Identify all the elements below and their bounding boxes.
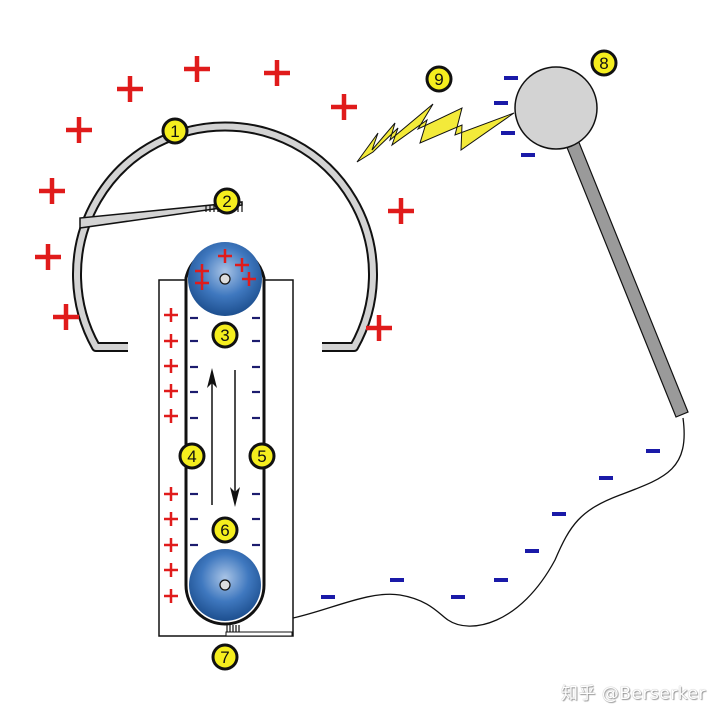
label-3: 3 xyxy=(211,321,239,349)
belt-right-negative-charge xyxy=(252,390,260,394)
housing-positive-charge xyxy=(164,409,178,423)
label-6: 6 xyxy=(211,516,239,544)
wire-negative-charge xyxy=(599,476,613,480)
watermark: 知乎 @Berserker xyxy=(560,684,706,704)
belt-left-negative-charge xyxy=(190,492,198,496)
housing-positive-charge xyxy=(164,538,178,552)
sphere-negative-charge xyxy=(521,153,535,157)
belt-left-negative-charge xyxy=(190,339,198,343)
dome-positive-charge xyxy=(66,117,92,143)
dome-positive-charge xyxy=(184,56,210,82)
belt-up-arrow xyxy=(207,368,217,505)
housing-positive-charge xyxy=(164,589,178,603)
belt-right-negative-charge xyxy=(252,517,260,521)
label-number: 7 xyxy=(220,648,229,667)
wire-negative-charge xyxy=(494,578,508,582)
sphere-negative-charge xyxy=(504,76,518,80)
belt-right-negative-charge xyxy=(252,416,260,420)
roller-positive-charge xyxy=(235,258,249,272)
label-circle xyxy=(248,442,276,470)
housing-positive-charge xyxy=(164,384,178,398)
wire-negative-charge xyxy=(390,578,404,582)
belt-left-negative-charge xyxy=(190,517,198,521)
upper-roller-axle xyxy=(219,273,231,285)
ground-wire xyxy=(292,417,685,627)
belt-left-negative-charge xyxy=(190,543,198,547)
roller-positive-charge xyxy=(195,276,209,290)
label-number: 9 xyxy=(434,70,443,89)
dome-positive-charge xyxy=(35,244,61,270)
label-number: 4 xyxy=(187,447,196,466)
lower-roller-axle xyxy=(219,579,231,591)
dome xyxy=(72,121,378,352)
housing-positive-charge xyxy=(164,334,178,348)
label-circle xyxy=(211,516,239,544)
belt-right-negative-charge xyxy=(252,365,260,369)
label-1: 1 xyxy=(161,117,189,145)
label-number: 1 xyxy=(170,122,179,141)
housing-positive-charge xyxy=(164,308,178,322)
dome-positive-charge xyxy=(53,304,79,330)
label-circle xyxy=(425,65,453,93)
roller-positive-charge xyxy=(218,249,232,263)
dome-positive-charge xyxy=(264,60,290,86)
sphere-negative-charge xyxy=(494,101,508,105)
housing-positive-charge xyxy=(164,359,178,373)
roller-positive-charge xyxy=(195,264,209,278)
housing-positive-charge xyxy=(164,512,178,526)
label-number: 5 xyxy=(257,447,266,466)
charges-layer xyxy=(35,56,660,603)
wire-negative-charge xyxy=(525,549,539,553)
belt-right-negative-charge xyxy=(252,316,260,320)
label-9: 9 xyxy=(425,65,453,93)
wire-negative-charge xyxy=(451,595,465,599)
belt-right-negative-charge xyxy=(252,492,260,496)
wire-negative-charge xyxy=(552,512,566,516)
belt-left-negative-charge xyxy=(190,316,198,320)
roller-positive-charge xyxy=(242,272,256,286)
dome-positive-charge xyxy=(39,178,65,204)
label-number: 8 xyxy=(599,54,608,73)
label-circle xyxy=(211,321,239,349)
lower-comb xyxy=(225,625,293,637)
label-5: 5 xyxy=(248,442,276,470)
spark xyxy=(356,103,515,163)
housing-positive-charge xyxy=(164,563,178,577)
lower-roller xyxy=(189,549,261,621)
label-circle xyxy=(590,49,618,77)
upper-roller xyxy=(188,242,262,316)
label-circle xyxy=(211,643,239,671)
belt-right-negative-charge xyxy=(252,543,260,547)
label-number: 3 xyxy=(220,326,229,345)
dome-positive-charge xyxy=(331,94,357,120)
label-2: 2 xyxy=(213,187,241,215)
belt-right-negative-charge xyxy=(252,339,260,343)
label-circle xyxy=(213,187,241,215)
belt-down-arrow xyxy=(230,370,240,507)
discharge-rod xyxy=(565,139,689,418)
housing-positive-charge xyxy=(164,487,178,501)
dome-positive-charge xyxy=(388,198,414,224)
label-number: 6 xyxy=(220,521,229,540)
belt-left-negative-charge xyxy=(190,390,198,394)
label-number: 2 xyxy=(222,192,231,211)
label-8: 8 xyxy=(590,49,618,77)
label-circle xyxy=(161,117,189,145)
belt-left-negative-charge xyxy=(190,365,198,369)
discharge-sphere xyxy=(514,66,598,150)
sphere-negative-charge xyxy=(501,131,515,135)
dome-positive-charge xyxy=(117,76,143,102)
label-7: 7 xyxy=(211,643,239,671)
label-4: 4 xyxy=(178,442,206,470)
belt-left-negative-charge xyxy=(190,416,198,420)
label-circle xyxy=(178,442,206,470)
wire-negative-charge xyxy=(321,595,335,599)
dome-positive-charge xyxy=(366,315,392,341)
wire-negative-charge xyxy=(646,449,660,453)
number-labels: 1 2 3 4 5 6 7 8 9 xyxy=(161,49,618,671)
